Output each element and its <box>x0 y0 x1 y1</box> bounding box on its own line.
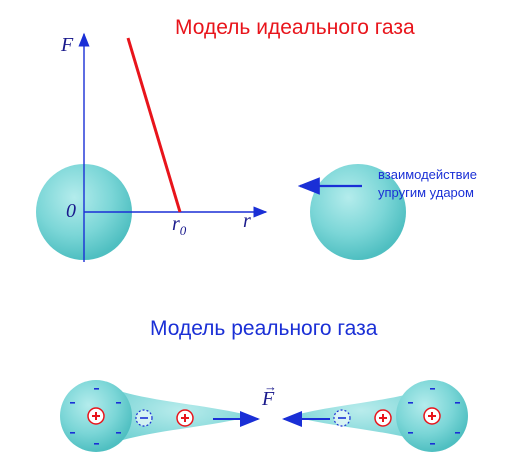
molecule-sphere-approaching <box>310 164 406 260</box>
r0-letter: r <box>172 213 180 235</box>
force-letter: F <box>262 388 275 410</box>
interaction-line-2: упругим ударом <box>378 185 474 200</box>
title-real-gas: Модель реального газа <box>150 317 378 340</box>
origin-label: 0 <box>66 200 76 222</box>
real-molecule-right <box>292 380 468 452</box>
force-vector-label: → F <box>262 379 277 411</box>
electron-cloud-right <box>292 388 430 444</box>
title-ideal-gas: Модель идеального газа <box>175 16 415 39</box>
surface-minus-left <box>70 388 121 445</box>
real-molecule-left <box>60 380 252 452</box>
r0-subscript: 0 <box>179 223 187 238</box>
x-axis-label: r <box>243 210 251 232</box>
r0-label: r0 <box>172 213 186 239</box>
force-curve <box>126 37 182 213</box>
interaction-line-1: взаимодействие <box>378 167 478 182</box>
vector-arrow-glyph: → <box>264 379 277 394</box>
interaction-caption: взаимодействие упругим ударом <box>378 166 477 202</box>
y-axis-label: F <box>61 34 74 56</box>
surface-minus-right <box>408 388 460 445</box>
